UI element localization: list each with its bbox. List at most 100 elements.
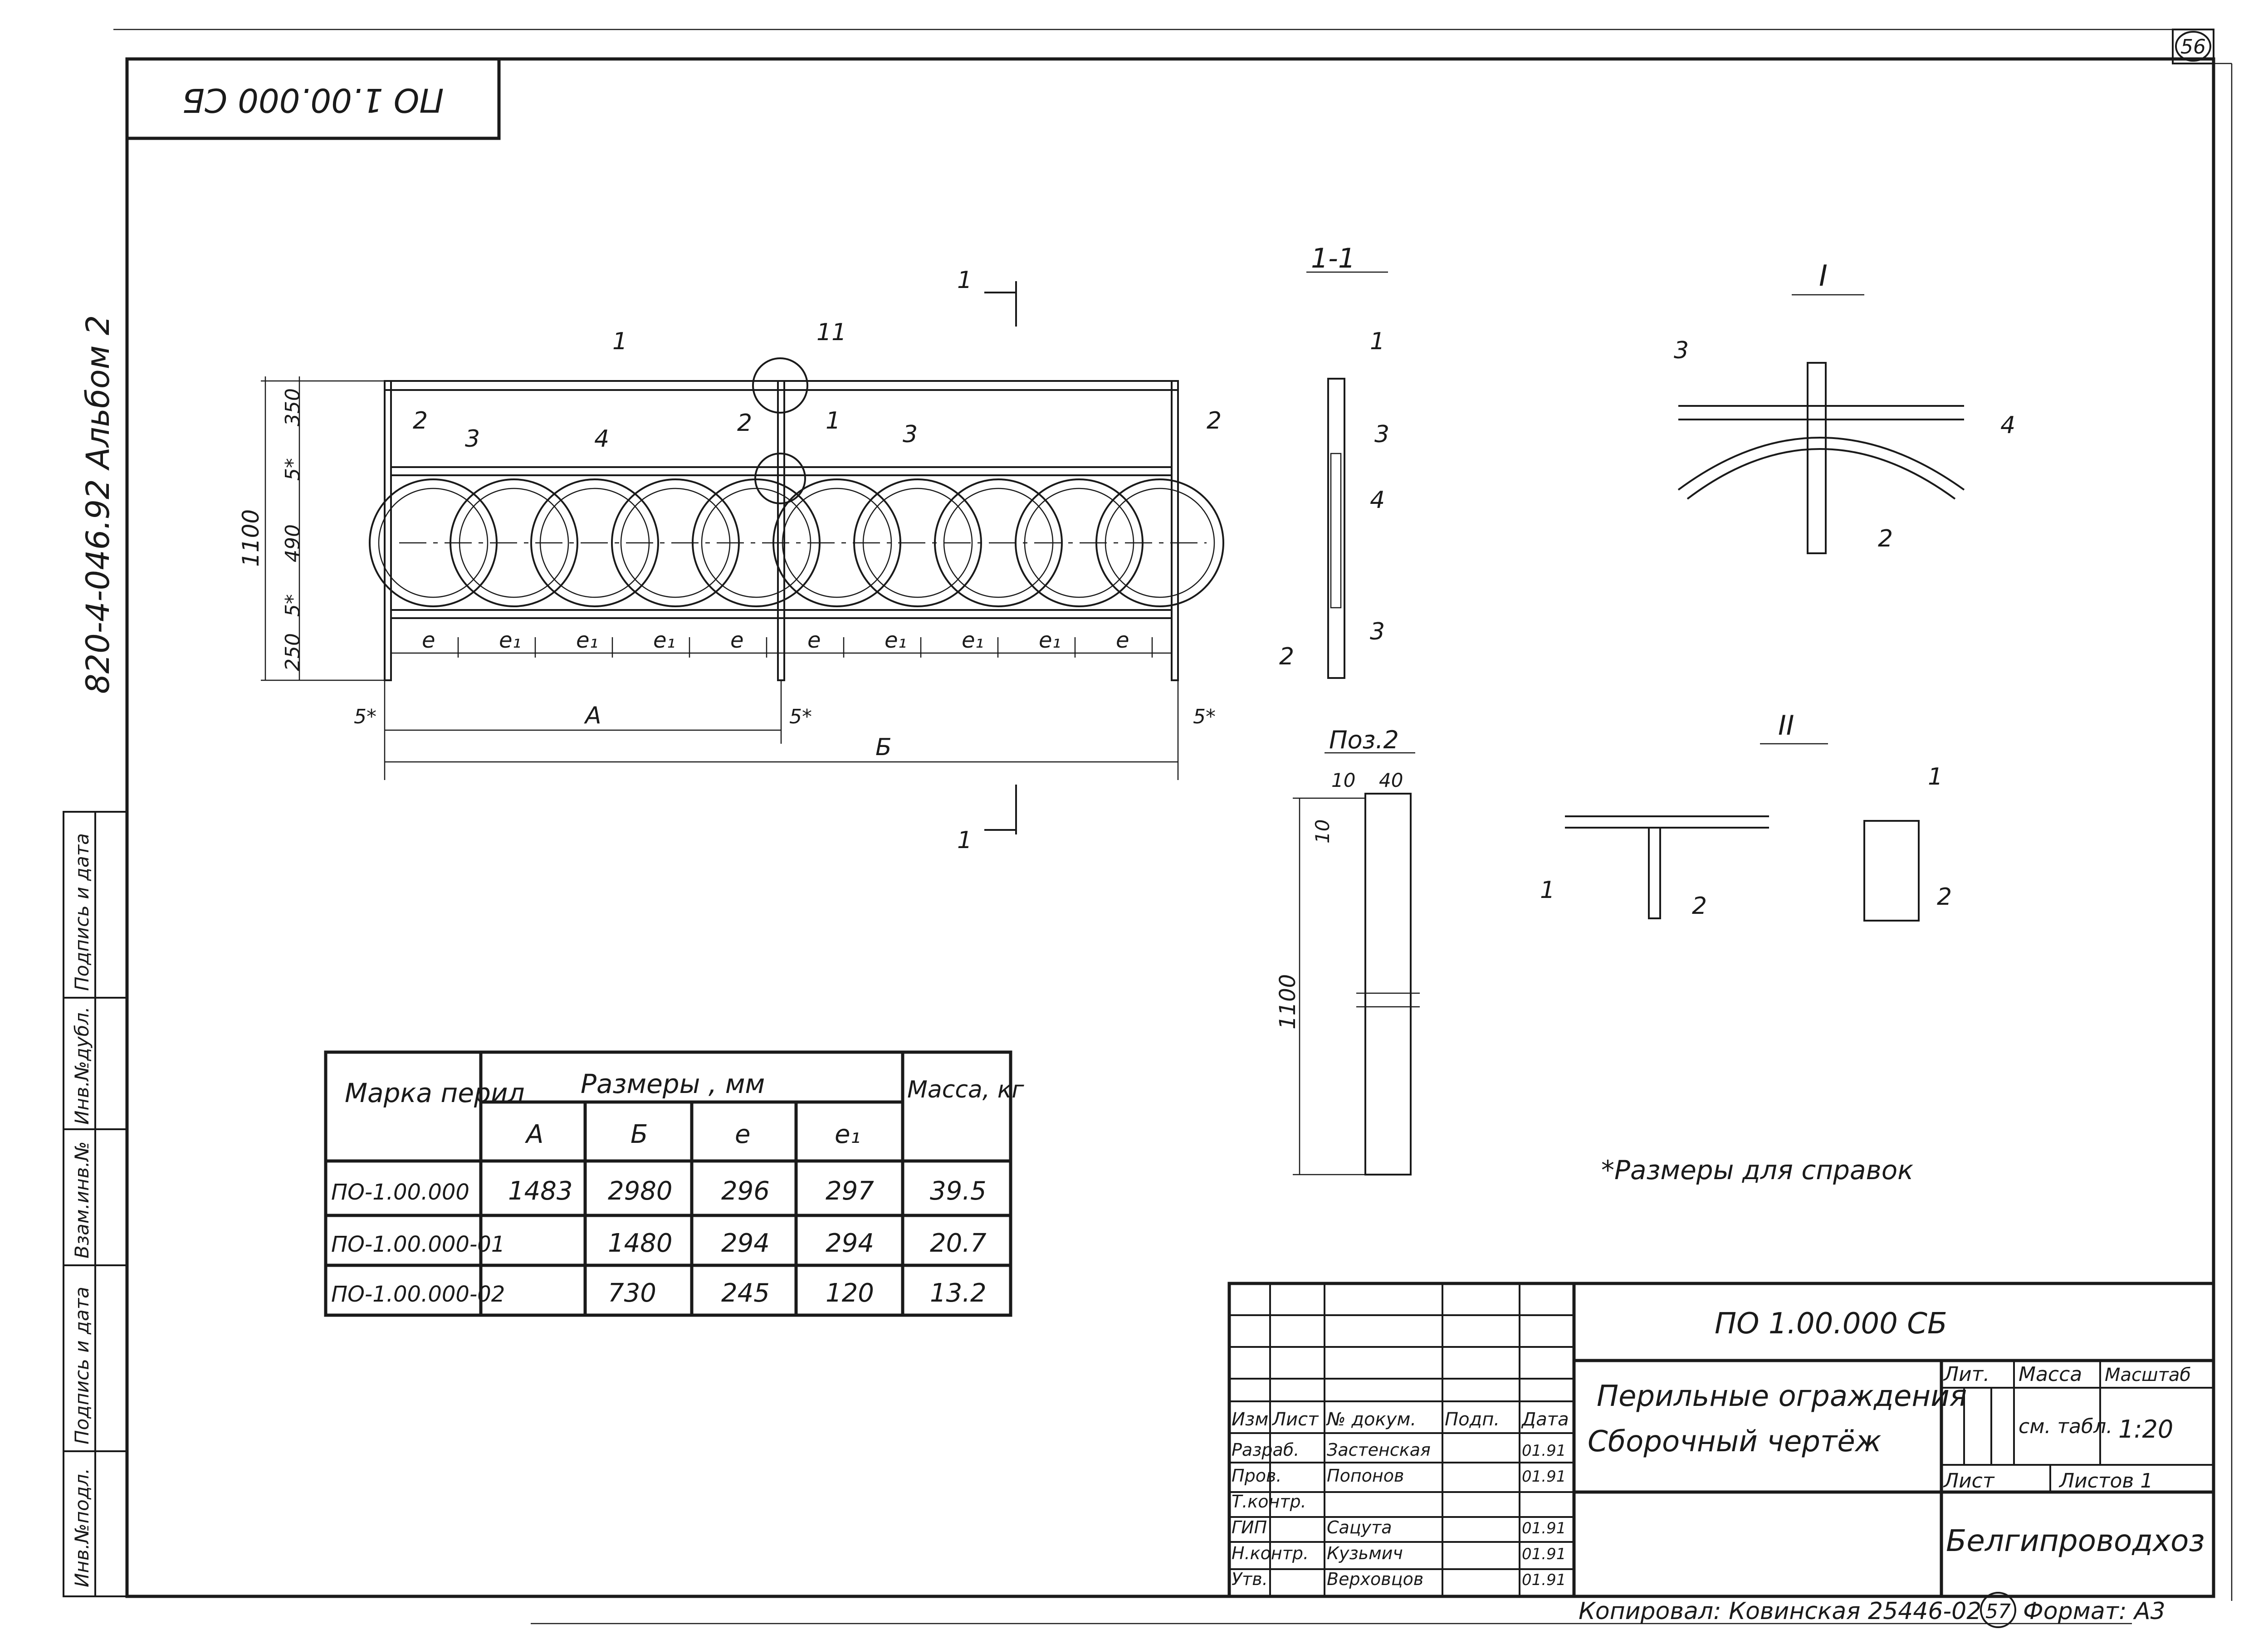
svg-text:2: 2	[1937, 883, 1952, 911]
svg-text:Масштаб: Масштаб	[2105, 1365, 2191, 1385]
ring-infill	[369, 478, 1224, 607]
title-block: ПО 1.00.000 СБ Перильные ограждения Сбор…	[1227, 1282, 2215, 1598]
tb-header-cell: Изм	[1232, 1409, 1268, 1430]
table-cell: 1480	[608, 1229, 673, 1258]
svg-text:Лист: Лист	[1943, 1469, 1995, 1493]
segment-label: e₁	[653, 628, 675, 653]
segment-label: e	[807, 628, 821, 653]
svg-text:Подпись и дата: Подпись и дата	[71, 833, 93, 991]
detail-circle-II	[754, 453, 806, 504]
table-cell: 730	[608, 1278, 656, 1308]
svg-text:2: 2	[1692, 893, 1707, 920]
svg-text:3: 3	[903, 421, 918, 448]
tb-role: Утв.	[1232, 1569, 1268, 1589]
spec-table: Марка перил Размеры , мм Масса, кг A Б e…	[324, 1050, 1024, 1317]
svg-text:10: 10	[1311, 819, 1334, 844]
svg-text:e: e	[735, 1120, 750, 1149]
svg-text:Перильные ограждения: Перильные ограждения	[1597, 1380, 1967, 1413]
segment-label: e₁	[499, 628, 521, 653]
svg-text:Белгипроводхоз: Белгипроводхоз	[1946, 1523, 2205, 1558]
svg-text:II: II	[1778, 710, 1794, 741]
svg-text:Взам.инв.№: Взам.инв.№	[71, 1141, 93, 1258]
table-cell: 20.7	[930, 1229, 987, 1258]
svg-text:4: 4	[2000, 412, 2015, 439]
table-cell: 294	[721, 1229, 770, 1258]
svg-text:350: 350	[281, 388, 304, 426]
svg-text:2: 2	[1207, 407, 1222, 434]
svg-text:Лит.: Лит.	[1943, 1363, 1989, 1386]
svg-text:2: 2	[1279, 643, 1294, 670]
footer: Копировал: Ковинская 25446-02 57 Формат:…	[531, 1592, 2165, 1628]
tb-header-cell: Подп.	[1445, 1409, 1500, 1430]
svg-text:1-1: 1-1	[1311, 243, 1355, 274]
reference-note: *Размеры для справок	[1601, 1155, 1913, 1185]
table-cell: 1483	[508, 1176, 573, 1206]
svg-text:Инв.№дубл.: Инв.№дубл.	[71, 1006, 93, 1125]
table-cell: 13.2	[930, 1278, 987, 1308]
svg-text:56: 56	[2180, 35, 2206, 59]
svg-text:1100: 1100	[1275, 974, 1300, 1029]
svg-text:Б: Б	[631, 1120, 648, 1149]
svg-text:Марка перил: Марка перил	[345, 1078, 525, 1108]
segment-label: e	[422, 628, 435, 653]
tb-name: Кузьмич	[1327, 1543, 1403, 1563]
view-II: II 1 2 1 2	[1540, 710, 1952, 922]
svg-text:см. табл.: см. табл.	[2019, 1415, 2112, 1438]
tb-date: 01.91	[1522, 1571, 1566, 1589]
corner-stamp: ПО 1.00.000 СБ	[125, 57, 501, 140]
tb-header-cell: Дата	[1521, 1409, 1569, 1430]
svg-text:3: 3	[1674, 337, 1689, 364]
tb-role: Разраб.	[1232, 1440, 1299, 1460]
tb-role: Н.контр.	[1232, 1543, 1309, 1563]
segment-label: e₁	[962, 628, 984, 653]
table-cell: 296	[721, 1176, 770, 1206]
svg-text:57: 57	[1985, 1600, 2011, 1623]
side-stamp: Инв.№подл. Подпись и дата Взам.инв.№ Инв…	[63, 811, 128, 1597]
sheet-frame	[125, 57, 2215, 1598]
table-cell: ПО-1.00.000-01	[331, 1232, 505, 1257]
svg-text:Масса: Масса	[2019, 1363, 2082, 1386]
svg-text:e₁: e₁	[835, 1120, 860, 1149]
section-1-1: 1-1 1 3 4 3 2	[1279, 243, 1389, 679]
svg-text:1: 1	[826, 407, 841, 434]
svg-text:1: 1	[1370, 328, 1385, 355]
svg-text:5*: 5*	[281, 594, 304, 617]
svg-text:2: 2	[413, 407, 428, 434]
table-cell: 294	[826, 1229, 874, 1258]
tb-name: Сацута	[1327, 1517, 1392, 1537]
segment-label: e₁	[885, 628, 907, 653]
svg-text:4: 4	[1370, 487, 1385, 514]
svg-text:1100: 1100	[238, 509, 264, 567]
svg-text:3: 3	[465, 425, 480, 453]
svg-text:5*: 5*	[1193, 705, 1216, 728]
svg-text:4: 4	[594, 425, 609, 453]
tb-name: Попонов	[1327, 1466, 1404, 1486]
tb-date: 01.91	[1522, 1442, 1566, 1460]
svg-text:Инв.№подл.: Инв.№подл.	[71, 1468, 93, 1587]
svg-text:490: 490	[281, 524, 304, 562]
svg-text:ПО 1.00.000 СБ: ПО 1.00.000 СБ	[1715, 1307, 1947, 1341]
svg-text:1: 1	[612, 328, 627, 355]
table-cell: 39.5	[930, 1176, 987, 1206]
svg-text:1: 1	[1540, 877, 1555, 904]
tb-role: ГИП	[1232, 1517, 1267, 1537]
tb-date: 01.91	[1522, 1545, 1566, 1563]
tb-header-cell: № докум.	[1326, 1409, 1416, 1430]
tb-name: Верховцов	[1327, 1569, 1423, 1589]
svg-text:Поз.2: Поз.2	[1329, 726, 1399, 754]
detail-circle-I	[752, 357, 808, 414]
svg-text:11: 11	[816, 319, 846, 346]
svg-text:Масса, кг: Масса, кг	[907, 1076, 1024, 1103]
svg-text:5*: 5*	[281, 458, 304, 481]
svg-text:1: 1	[1928, 763, 1943, 790]
segment-label: e	[1116, 628, 1129, 653]
table-cell: ПО-1.00.000-02	[331, 1282, 505, 1307]
view-I: I 3 4 2	[1674, 259, 2015, 554]
svg-text:A: A	[525, 1120, 543, 1149]
svg-text:5*: 5*	[789, 705, 812, 728]
svg-text:Размеры , мм: Размеры , мм	[581, 1068, 765, 1099]
svg-text:3: 3	[1370, 618, 1385, 645]
svg-text:Сборочный чертёж: Сборочный чертёж	[1588, 1425, 1882, 1458]
svg-text:5*: 5*	[354, 705, 376, 728]
